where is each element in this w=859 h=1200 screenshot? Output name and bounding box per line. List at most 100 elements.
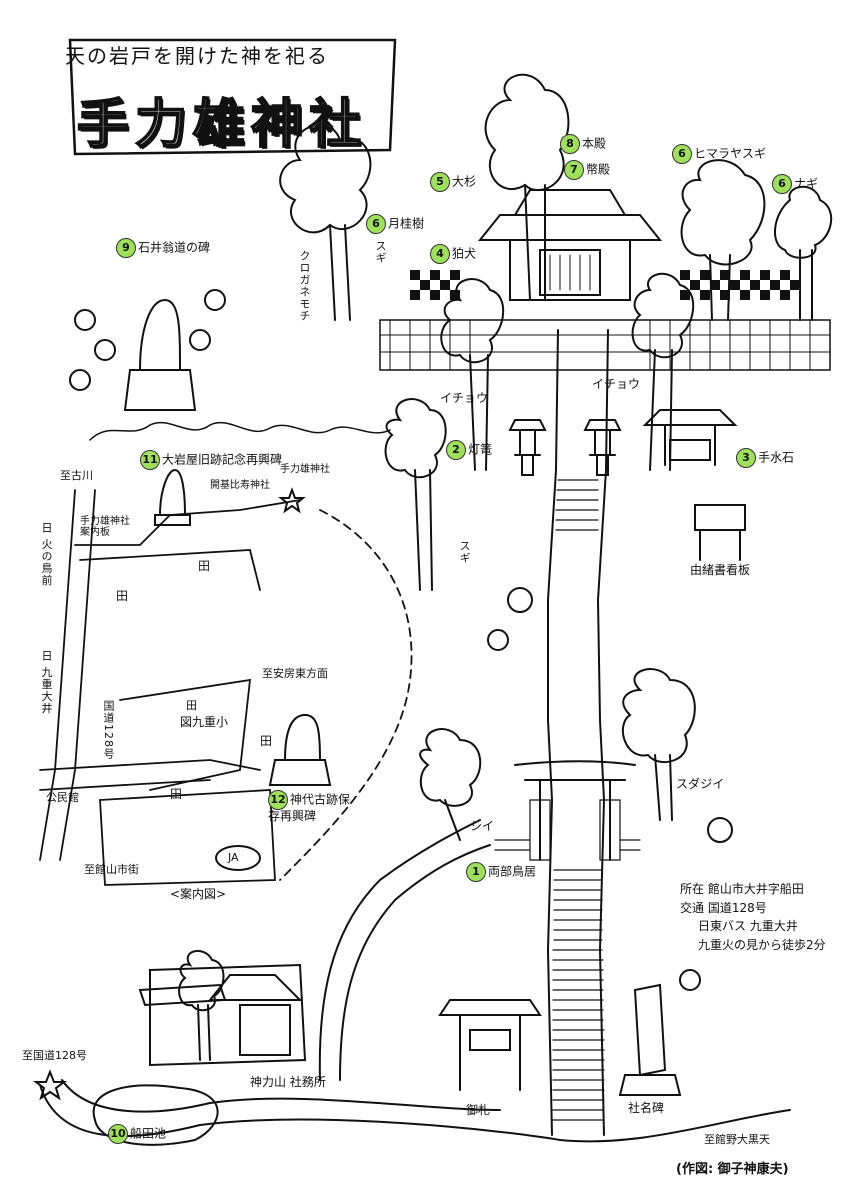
ja-oval (215, 845, 261, 871)
fuda-shed (438, 999, 542, 1091)
inset-to-furukawa: 至古川 (60, 469, 93, 482)
marker-label: 本殿 (582, 136, 607, 151)
shamei-monument (618, 983, 682, 1096)
label-fuda: 御札 (466, 1103, 491, 1117)
marker-badge: 1 (466, 862, 486, 882)
marker-badge: 4 (430, 244, 450, 264)
shamusho-building (138, 963, 307, 1067)
inset-caption: <案内図> (170, 887, 227, 901)
marker-badge: 6 (772, 174, 792, 194)
access-info: 所在 館山市大井字船田 交通 国道128号 日東バス 九重大井 九重火の見から徒… (680, 880, 826, 954)
inset-to-tateyama: 至館山市街 (84, 863, 139, 876)
label-shamusho: 神力山 社務所 (250, 1075, 326, 1089)
inset-shrine: 手力雄神社 (280, 464, 330, 475)
inset-ta-3: 田 (170, 787, 183, 801)
lower-steps (552, 869, 605, 1121)
label-sudajii: スダジイ (676, 777, 725, 791)
hedge (89, 421, 391, 441)
upper-steps (555, 479, 599, 531)
marker-badge: 9 (116, 238, 136, 258)
marker-label: 両部鳥居 (488, 864, 537, 879)
yuisho-board (694, 504, 746, 561)
inset-school: 図九重小 (180, 715, 229, 729)
inset-to-jieki: 至安房東方面 (262, 667, 328, 680)
marker-label: 灯篭 (468, 442, 493, 457)
marker-badge: 8 (560, 134, 580, 154)
marker-badge: 11 (140, 450, 160, 470)
marker-label: 神代古跡保存再興碑 (268, 792, 351, 823)
inset-route128: 国道128号 (102, 700, 115, 760)
side-path (318, 819, 491, 1081)
marker-badge: 12 (268, 790, 288, 810)
inset-monument-12 (268, 713, 332, 786)
marker-badge: 7 (564, 160, 584, 180)
info-access-2: 日東バス 九重大井 (698, 919, 798, 934)
label-to-route128: 至国道128号 (22, 1049, 87, 1062)
inset-bus-funada: 日 火の鳥前 (40, 522, 53, 587)
inset-kominkan: 公民館 (46, 791, 79, 804)
label-sugi-mid: スギ (458, 540, 471, 564)
marker-label: 幣殿 (586, 162, 611, 177)
map-subtitle: 天の岩戸を開けた神を祀る (65, 44, 329, 68)
marker-badge: 2 (446, 440, 466, 460)
marker-label: ヒマラヤスギ (694, 146, 767, 161)
pond (92, 1084, 219, 1146)
inset-star (278, 487, 306, 514)
marker-badge: 6 (366, 214, 386, 234)
inset-kaisando: 開基比寿神社 (210, 480, 270, 491)
marker-badge: 6 (672, 144, 692, 164)
lanterns (508, 419, 622, 476)
inset-ta-2: 田 (198, 559, 211, 573)
label-to-hotta: 至館野大黒天 (704, 1133, 770, 1146)
title-frame (68, 38, 397, 156)
marker-badge: 5 (430, 172, 450, 192)
marker-label: 石井翁道の碑 (138, 240, 211, 255)
label-shii: シイ (470, 819, 495, 833)
marker-label: 月桂樹 (388, 216, 425, 231)
start-star (33, 1069, 67, 1101)
inset-ta-4: 田 (260, 734, 273, 748)
info-access-3: 九重火の見から徒歩2分 (698, 937, 826, 952)
chozuya (642, 409, 738, 466)
label-shamei: 社名碑 (628, 1101, 665, 1115)
marker-label: 狛犬 (452, 246, 477, 261)
inset-roads (39, 489, 413, 886)
marker-label: 大岩屋旧跡記念再興碑 (162, 452, 283, 467)
checker-fence (410, 270, 800, 300)
inset-sign: 手力雄神社 案内板 (80, 516, 130, 538)
marker-label: 船田池 (130, 1126, 167, 1141)
inset-ta-1: 田 (116, 589, 129, 603)
map-title: 手力雄神社 (76, 94, 368, 156)
torii (514, 760, 636, 861)
monument-9 (123, 298, 197, 411)
honden (477, 189, 663, 301)
inset-ta-5: 田 (186, 699, 197, 712)
marker-label: 手水石 (758, 450, 795, 465)
map-credit: (作図: 御子神康夫) (676, 1162, 789, 1177)
inset-monument-11 (154, 468, 191, 526)
info-address: 所在 館山市大井字船田 (680, 882, 804, 896)
approach-path (546, 329, 609, 1136)
label-kurogane: クロガネモチ (298, 250, 311, 322)
marker-badge: 3 (736, 448, 756, 468)
label-sugi-top: スギ (374, 240, 387, 264)
inset-ja: JA (228, 851, 239, 864)
stone-wall (379, 319, 831, 371)
label-yuisho: 由緒書看板 (690, 563, 751, 577)
title-block: 天の岩戸を開けた神を祀る 手力雄神社 (55, 34, 395, 156)
info-access-1: 交通 国道128号 (680, 900, 767, 915)
